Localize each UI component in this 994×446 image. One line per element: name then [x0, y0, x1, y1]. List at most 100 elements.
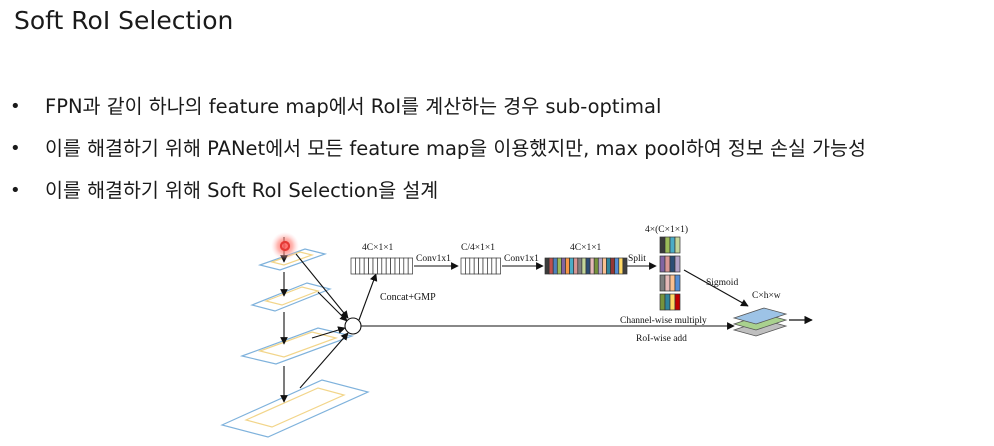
vector-cell: [465, 257, 471, 275]
pyramid-level-1-inner: [269, 251, 315, 266]
split-cell: [669, 293, 676, 311]
split-cell: [659, 293, 666, 311]
vector-cell: [561, 257, 566, 275]
vector-cell: [577, 257, 583, 275]
vector-cell: [606, 257, 611, 275]
split-cell: [674, 274, 681, 292]
vector-cell: [363, 257, 369, 275]
vector-cell: [556, 257, 562, 275]
slide-title: Soft RoI Selection: [14, 6, 234, 35]
vector-cell: [403, 257, 409, 275]
vector-cell: [355, 257, 361, 275]
vector-cell: [491, 257, 497, 275]
conv2-label: Conv1x1: [504, 254, 539, 264]
vector-cell: [593, 257, 599, 275]
vector-cell: [381, 257, 387, 275]
vector-cell: [581, 257, 587, 275]
split-cell: [669, 274, 676, 292]
vector-cell: [622, 257, 628, 275]
concat-label: Concat+GMP: [380, 292, 436, 303]
sigmoid-label: Sigmoid: [706, 278, 738, 288]
vector-cell: [597, 257, 603, 275]
conv1-label: Conv1x1: [416, 254, 451, 264]
split-dim-label: 4×(C×1×1): [645, 224, 688, 235]
split-cell: [659, 274, 666, 292]
roi-add-label: RoI-wise add: [636, 334, 687, 344]
pyramid-level-4: [220, 379, 370, 438]
pyramid-level-4-inner: [244, 387, 346, 428]
vec3-dim-label: 4C×1×1: [570, 243, 602, 253]
vector-cell: [350, 257, 356, 275]
vector-1: [350, 257, 413, 275]
bullet-item: • FPN과 같이 하나의 feature map에서 RoI를 계산하는 경우…: [10, 86, 866, 128]
pointer-glow: [271, 232, 299, 260]
channel-mul-label: Channel-wise multiply: [620, 316, 707, 326]
vector-cell: [469, 257, 475, 275]
vector-cell: [585, 257, 591, 275]
split-cell: [664, 255, 671, 273]
vector-cell: [573, 257, 579, 275]
feature-pyramid: [220, 248, 370, 438]
pyramid-level-3: [239, 327, 355, 365]
vector-cell: [372, 257, 378, 275]
vector-cell: [487, 257, 493, 275]
bullet-marker: •: [10, 138, 21, 159]
bullet-text: 이를 해결하기 위해 PANet에서 모든 feature map을 이용했지만…: [45, 137, 866, 160]
pyramid-level-1: [257, 248, 328, 271]
vec2-dim-label: C/4×1×1: [461, 243, 495, 253]
vector-2: [460, 257, 501, 275]
output-layer-bottom: [732, 319, 788, 337]
vector-cell: [610, 257, 616, 275]
vector-cell: [482, 257, 488, 275]
split-cell: [664, 236, 671, 254]
output-layer-middle: [732, 313, 788, 331]
vector-cell: [368, 257, 374, 275]
pyramid-level-2: [250, 282, 332, 312]
split-cell: [664, 293, 671, 311]
bullet-text: FPN과 같이 하나의 feature map에서 RoI를 계산하는 경우 s…: [45, 95, 662, 118]
bullet-item: • 이를 해결하기 위해 Soft RoI Selection을 설계: [10, 170, 866, 212]
vector-cell: [460, 257, 466, 275]
merge-arrows: [295, 253, 349, 389]
vec1-dim-label: 4C×1×1: [362, 243, 394, 253]
split-cell: [664, 274, 671, 292]
vector-cell: [478, 257, 484, 275]
concat-arrow: [358, 273, 378, 321]
vector-cell: [385, 257, 391, 275]
split-label: Split: [628, 254, 646, 264]
split-cell: [659, 255, 666, 273]
vector-cell: [589, 257, 595, 275]
vector-cell: [565, 257, 570, 275]
pyramid-level-2-inner: [264, 286, 320, 306]
vector-cell: [359, 257, 365, 275]
pointer-dot: [279, 240, 291, 252]
vector-3: [544, 257, 628, 275]
split-cell: [674, 236, 681, 254]
bullet-list: • FPN과 같이 하나의 feature map에서 RoI를 계산하는 경우…: [10, 86, 866, 212]
split-cell: [674, 293, 681, 311]
vector-cell: [377, 257, 383, 275]
vector-cell: [569, 257, 575, 275]
vector-cell: [618, 257, 624, 275]
bullet-marker: •: [10, 96, 21, 117]
vector-cell: [407, 257, 413, 275]
vector-cell: [614, 257, 620, 275]
merge-node: [344, 317, 362, 335]
split-cell: [669, 236, 676, 254]
vector-cell: [544, 257, 550, 275]
bullet-text: 이를 해결하기 위해 Soft RoI Selection을 설계: [45, 179, 439, 202]
output-layer-top: [732, 307, 788, 325]
vector-cell: [602, 257, 607, 275]
bullet-marker: •: [10, 180, 21, 201]
split-cell: [674, 255, 681, 273]
vector-cell: [552, 257, 558, 275]
split-cell: [659, 236, 666, 254]
pyramid-level-3-inner: [257, 331, 339, 358]
split-cell: [669, 255, 676, 273]
sigmoid-arrow: [683, 269, 749, 307]
vector-cell: [495, 257, 501, 275]
vector-cell: [399, 257, 405, 275]
vector-cell: [394, 257, 400, 275]
output-stack: [732, 307, 788, 337]
vector-cell: [390, 257, 396, 275]
